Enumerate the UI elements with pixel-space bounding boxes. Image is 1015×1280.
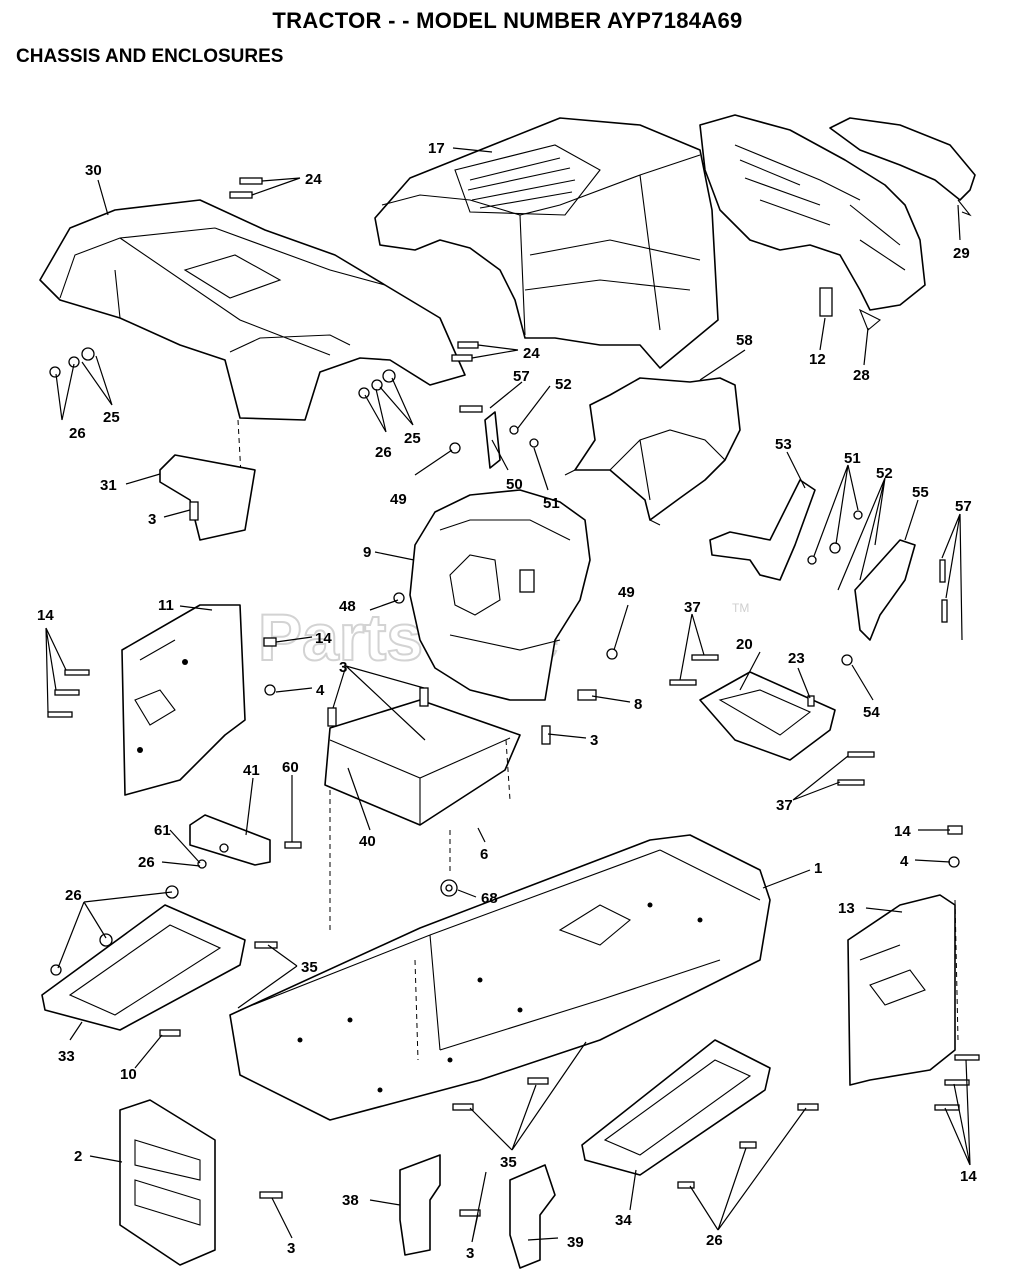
callout-33: 33: [58, 1048, 75, 1065]
callout-1: 1: [814, 860, 822, 877]
part-arm: [709, 479, 816, 581]
callout-38: 38: [342, 1192, 359, 1209]
callout-57: 57: [955, 498, 972, 515]
callout-34: 34: [615, 1212, 632, 1229]
part-rear-fender: [39, 199, 466, 421]
callout-13: 13: [838, 900, 855, 917]
callout-49: 49: [390, 491, 407, 508]
callout-26: 26: [706, 1232, 723, 1249]
part-battery-tray: [324, 699, 521, 826]
watermark-trademark: TM: [732, 601, 749, 615]
callout-14: 14: [315, 630, 332, 647]
callout-49: 49: [618, 584, 635, 601]
part-main-frame: [229, 834, 771, 1121]
callout-26: 26: [375, 444, 392, 461]
part-link: [854, 539, 916, 641]
leader-lines: [45, 147, 971, 1243]
part-38: [399, 1154, 441, 1256]
callout-3: 3: [287, 1240, 295, 1257]
part-grille-panel: [699, 114, 976, 331]
callout-26: 26: [69, 425, 86, 442]
callout-52: 52: [876, 465, 893, 482]
part-right-side-panel: [847, 894, 956, 1086]
callout-40: 40: [359, 833, 376, 850]
part-plate: [699, 671, 836, 761]
callout-51: 51: [844, 450, 861, 467]
callout-17: 17: [428, 140, 445, 157]
callout-30: 30: [85, 162, 102, 179]
callout-57: 57: [513, 368, 530, 385]
callout-39: 39: [567, 1234, 584, 1251]
callout-labels: 30 24 17 29 24 12 28 58 57 52 25 26 25 2…: [37, 140, 977, 1262]
callout-2: 2: [74, 1148, 82, 1165]
callout-61: 61: [154, 822, 171, 839]
callout-53: 53: [775, 436, 792, 453]
callout-3: 3: [466, 1245, 474, 1262]
part-plate-41: [189, 814, 271, 866]
page-title: TRACTOR - - MODEL NUMBER AYP7184A69: [272, 8, 743, 33]
callout-58: 58: [736, 332, 753, 349]
callout-6: 6: [480, 846, 488, 863]
callout-26: 26: [138, 854, 155, 871]
callout-52: 52: [555, 376, 572, 393]
part-left-footrest: [41, 904, 246, 1031]
part-front-bracket: [119, 1099, 216, 1266]
callout-48: 48: [339, 598, 356, 615]
callout-14: 14: [894, 823, 911, 840]
callout-28: 28: [853, 367, 870, 384]
callout-12: 12: [809, 351, 826, 368]
callout-25: 25: [404, 430, 421, 447]
callout-41: 41: [243, 762, 260, 779]
callout-14: 14: [37, 607, 54, 624]
part-bracket: [159, 454, 256, 541]
callout-4: 4: [900, 853, 909, 870]
callout-37: 37: [776, 797, 793, 814]
callout-23: 23: [788, 650, 805, 667]
callout-35: 35: [500, 1154, 517, 1171]
part-right-footrest: [581, 1039, 771, 1176]
callout-35: 35: [301, 959, 318, 976]
callout-25: 25: [103, 409, 120, 426]
callout-60: 60: [282, 759, 299, 776]
callout-3: 3: [339, 659, 347, 676]
callout-24: 24: [523, 345, 540, 362]
callout-31: 31: [100, 477, 117, 494]
callout-55: 55: [912, 484, 929, 501]
part-hood: [374, 117, 719, 369]
part-dashboard: [409, 489, 591, 701]
callout-51: 51: [543, 495, 560, 512]
callout-54: 54: [863, 704, 880, 721]
callout-29: 29: [953, 245, 970, 262]
hardware-fasteners: [47, 177, 980, 1217]
callout-4: 4: [316, 682, 325, 699]
callout-9: 9: [363, 544, 371, 561]
callout-50: 50: [506, 476, 523, 493]
callout-20: 20: [736, 636, 753, 653]
part-39: [509, 1164, 556, 1269]
callout-11: 11: [158, 597, 174, 614]
callout-37: 37: [684, 599, 701, 616]
callout-26: 26: [65, 887, 82, 904]
callout-10: 10: [120, 1066, 137, 1083]
callout-3: 3: [148, 511, 156, 528]
callout-14: 14: [960, 1168, 977, 1185]
callout-8: 8: [634, 696, 642, 713]
section-subtitle: CHASSIS AND ENCLOSURES: [16, 46, 284, 67]
callout-3: 3: [590, 732, 598, 749]
callout-68: 68: [481, 890, 498, 907]
part-left-side-panel: [121, 604, 246, 796]
callout-24: 24: [305, 171, 322, 188]
part-lower-deflector: [564, 377, 741, 526]
